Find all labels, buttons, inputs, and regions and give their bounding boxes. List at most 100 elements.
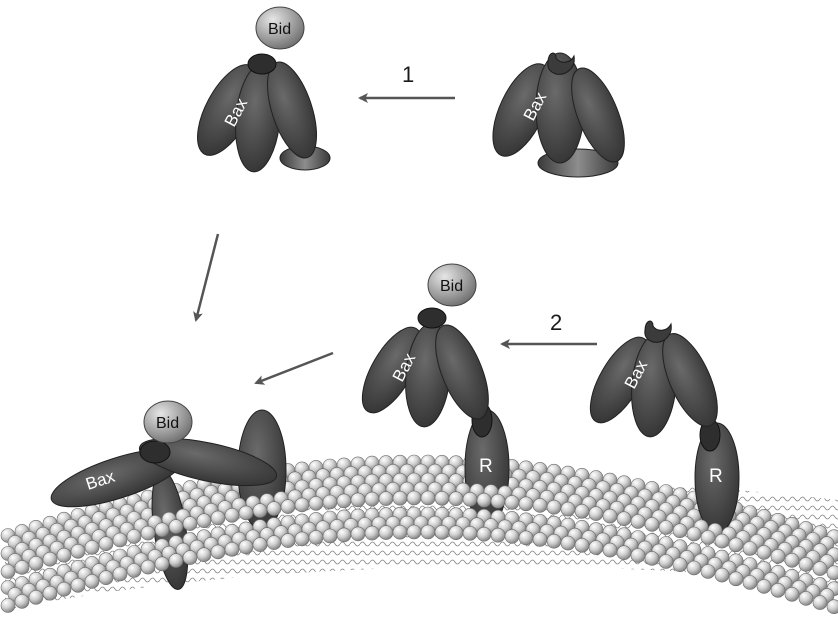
- lipid-head-sphere: [715, 568, 729, 582]
- lipid-head-sphere: [267, 502, 281, 516]
- lipid-head-sphere: [155, 523, 169, 537]
- lipid-head-sphere: [631, 549, 645, 563]
- bid-bound-bax-top: Bid Bax: [185, 7, 330, 174]
- lipid-head-sphere: [225, 542, 239, 556]
- lipid-head-sphere: [71, 578, 85, 592]
- lipid-head-sphere: [127, 530, 141, 544]
- lipid-head-sphere: [1, 599, 15, 613]
- lipid-head-sphere: [225, 508, 239, 522]
- lipid-head-sphere: [421, 491, 435, 505]
- lipid-head-sphere: [603, 543, 617, 557]
- lipid-head-sphere: [547, 534, 561, 548]
- lipid-head-sphere: [533, 532, 547, 546]
- lipid-head-sphere: [813, 596, 827, 610]
- lipid-head-sphere: [561, 536, 575, 550]
- lipid-head-sphere: [323, 495, 337, 509]
- insertion-arrow: [256, 353, 333, 383]
- lipid-head-sphere: [393, 491, 407, 505]
- lipid-head-sphere: [505, 495, 519, 509]
- lipid-head-sphere: [589, 541, 603, 555]
- lipid-head-sphere: [463, 526, 477, 540]
- lipid-head-sphere: [729, 538, 743, 552]
- lipid-head-sphere: [323, 529, 337, 543]
- lipid-head-sphere: [519, 497, 533, 511]
- lipid-head-sphere: [687, 561, 701, 575]
- step-1-label: 1: [402, 62, 414, 87]
- bid-label: Bid: [440, 278, 463, 295]
- lipid-head-sphere: [141, 560, 155, 574]
- lipid-head-sphere: [743, 576, 757, 590]
- lipid-head-sphere: [463, 492, 477, 506]
- lipid-head-sphere: [645, 517, 659, 531]
- lipid-head-sphere: [771, 583, 785, 597]
- lipid-head-sphere: [113, 533, 127, 547]
- lipid-head-sphere: [547, 500, 561, 514]
- lipid-head-sphere: [393, 525, 407, 539]
- lipid-head-sphere: [659, 555, 673, 569]
- lipid-head-sphere: [281, 534, 295, 548]
- lipid-head-sphere: [309, 530, 323, 544]
- lipid-head-sphere: [435, 525, 449, 539]
- translocation-arrow: [196, 234, 218, 320]
- lipid-head-sphere: [15, 594, 29, 608]
- lipid-head-sphere: [617, 512, 631, 526]
- lipid-head-sphere: [253, 504, 267, 518]
- step-1-arrow: 1: [360, 62, 455, 98]
- lipid-head-sphere: [43, 552, 57, 566]
- lipid-head-sphere: [785, 553, 799, 567]
- lipid-head-sphere: [337, 528, 351, 542]
- lipid-head-sphere: [197, 548, 211, 562]
- lipid-head-sphere: [15, 560, 29, 574]
- lipid-head-sphere: [365, 492, 379, 506]
- lipid-head-sphere: [379, 492, 393, 506]
- lipid-head-sphere: [141, 526, 155, 540]
- lipid-head-sphere: [295, 498, 309, 512]
- lipid-head-sphere: [533, 498, 547, 512]
- step-2-arrow: 2: [502, 310, 597, 344]
- lipid-head-sphere: [715, 534, 729, 548]
- lipid-head-sphere: [813, 562, 827, 576]
- lipid-head-sphere: [799, 557, 813, 571]
- lipid-head-sphere: [799, 591, 813, 605]
- lipid-head-sphere: [29, 556, 43, 570]
- lipid-head-sphere: [561, 502, 575, 516]
- lipid-head-sphere: [673, 558, 687, 572]
- lipid-head-sphere: [183, 517, 197, 531]
- lipid-head-sphere: [645, 551, 659, 565]
- lipid-head-sphere: [239, 540, 253, 554]
- lipid-head-sphere: [29, 590, 43, 604]
- lipid-head-sphere: [491, 494, 505, 508]
- lipid-head-sphere: [1, 565, 15, 579]
- lipid-head-sphere: [505, 529, 519, 543]
- lipid-head-sphere: [71, 544, 85, 558]
- lipid-head-sphere: [631, 515, 645, 529]
- lipid-head-sphere: [253, 538, 267, 552]
- lipid-head-sphere: [379, 526, 393, 540]
- lipid-head-sphere: [407, 525, 421, 539]
- lipid-head-sphere: [211, 545, 225, 559]
- lipid-head-sphere: [575, 504, 589, 518]
- lipid-head-sphere: [57, 582, 71, 596]
- lipid-head-sphere: [183, 551, 197, 565]
- lipid-head-sphere: [365, 526, 379, 540]
- lipid-head-sphere: [43, 586, 57, 600]
- lipid-head-sphere: [309, 496, 323, 510]
- lipid-head-sphere: [337, 494, 351, 508]
- lipid-head-sphere: [155, 557, 169, 571]
- lipid-head-sphere: [351, 493, 365, 507]
- lipid-head-sphere: [127, 564, 141, 578]
- lipid-head-sphere: [57, 548, 71, 562]
- inactive-bax-top: Bax: [481, 53, 635, 177]
- lipid-head-sphere: [267, 536, 281, 550]
- lipid-head-sphere: [673, 524, 687, 538]
- lipid-head-sphere: [729, 572, 743, 586]
- lipid-head-sphere: [701, 565, 715, 579]
- lipid-head-sphere: [827, 566, 838, 580]
- lipid-head-sphere: [351, 527, 365, 541]
- lipid-head-sphere: [421, 525, 435, 539]
- receptor-label: R: [479, 456, 493, 477]
- lipid-head-sphere: [169, 554, 183, 568]
- lipid-head-sphere: [589, 507, 603, 521]
- lipid-head-sphere: [757, 579, 771, 593]
